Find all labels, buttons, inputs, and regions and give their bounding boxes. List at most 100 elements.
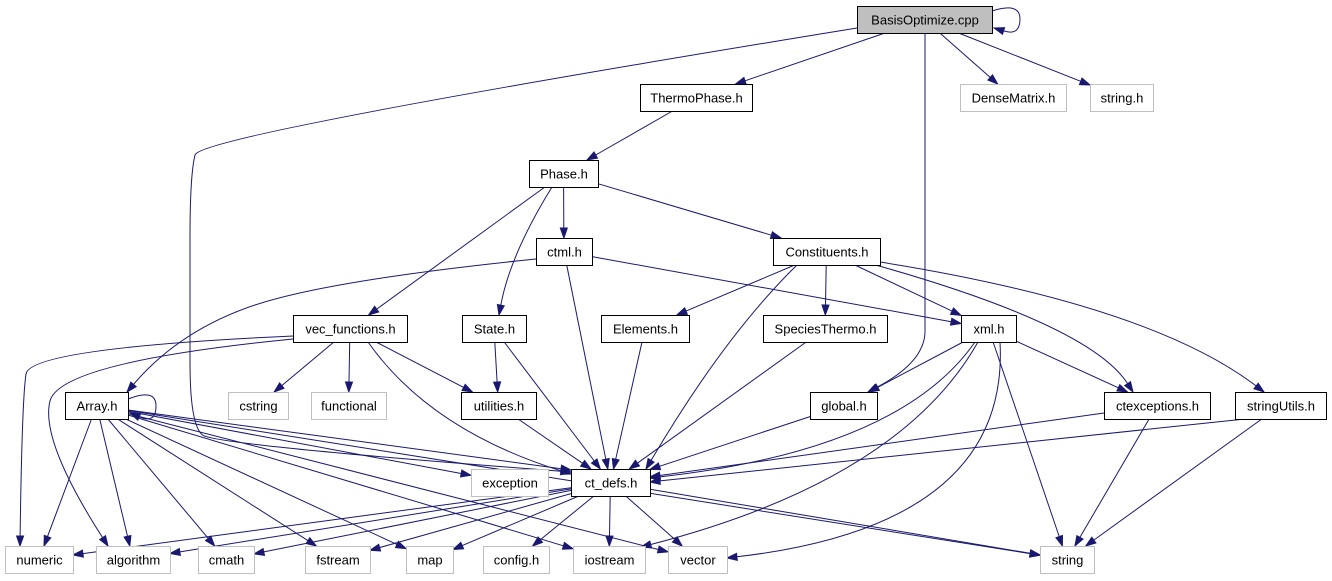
node-label: ctml.h (547, 245, 582, 260)
node-fstream: fstream (305, 546, 371, 574)
edge-arrowhead (98, 534, 109, 548)
node-speciesthermo-h[interactable]: SpeciesThermo.h (763, 315, 888, 343)
node-vec-functions-h[interactable]: vec_functions.h (293, 315, 408, 343)
node-box (461, 392, 537, 420)
node-stringutils-h[interactable]: stringUtils.h (1235, 392, 1327, 420)
edge-line (659, 416, 811, 467)
edge-ct-defs-h-to-fstream (368, 493, 572, 552)
node-global-h[interactable]: global.h (810, 392, 878, 420)
edge-line (517, 418, 583, 464)
node-box (601, 315, 690, 343)
edge-ct-defs-h-to-string (649, 488, 1042, 558)
edge-ct-defs-h-to-config-h (531, 495, 595, 547)
edge-line (615, 341, 643, 460)
node-box (529, 160, 599, 188)
node-box (810, 392, 878, 420)
edge-arrowhead (126, 381, 138, 394)
edge-arrowhead (368, 543, 382, 552)
node-box (65, 392, 129, 420)
edge-arrowhead (590, 458, 602, 471)
node-xml-h[interactable]: xml.h (961, 315, 1017, 343)
edge-line (348, 341, 351, 383)
edge-state-h-to-utilities-h (492, 341, 502, 394)
edge-ct-defs-h-to-algorithm (168, 488, 572, 557)
edge-array-h-to-cmath (107, 418, 216, 548)
edge-arrowhead (1116, 383, 1129, 393)
edge-vec-functions-h-to-functional (344, 341, 354, 394)
edge-basisoptimize-cpp-to-densematrix-h (939, 32, 999, 86)
edge-arrowhead (394, 540, 408, 550)
edge-arrowhead (821, 304, 830, 317)
edge-arrowhead (272, 382, 285, 393)
node-thermophase-h[interactable]: ThermoPhase.h (640, 84, 753, 112)
edge-arrowhead (15, 535, 25, 548)
edge-line (539, 495, 595, 541)
node-label: utilities.h (474, 399, 525, 414)
edge-xml-h-to-string (992, 341, 1064, 548)
node-utilities-h[interactable]: utilities.h (461, 392, 537, 420)
edge-ctexceptions-h-to-string (1074, 418, 1150, 548)
node-array-h[interactable]: Array.h (65, 392, 129, 420)
node-label: vec_functions.h (305, 322, 395, 337)
node-box (961, 315, 1017, 343)
node-box (857, 6, 993, 34)
edge-line (1093, 418, 1263, 541)
edge-line (125, 418, 398, 545)
node-state-h[interactable]: State.h (462, 315, 527, 343)
edge-line (650, 341, 979, 545)
edge-arrowhead (605, 535, 614, 548)
node-constituents-h[interactable]: Constituents.h (773, 238, 881, 266)
node-elements-h[interactable]: Elements.h (601, 315, 690, 343)
node-vector: vector (668, 546, 728, 574)
edge-line (659, 418, 1246, 482)
node-box (462, 315, 527, 343)
edge-line (375, 341, 464, 388)
node-box (96, 546, 171, 574)
edge-arrowhead (656, 545, 670, 554)
edge-ctml-h-to-xml-h (591, 256, 963, 326)
edge-arrowhead (252, 547, 266, 556)
node-box (763, 315, 888, 343)
edge-basisoptimize-cpp-to-thermophase-h (734, 32, 886, 85)
edge-line (127, 414, 564, 547)
edge-line (871, 263, 1129, 384)
node-label: fstream (316, 553, 359, 568)
edge-arrowhead (949, 317, 963, 326)
node-label: cstring (239, 399, 277, 414)
edge-ctml-h-to-ct-defs-h (566, 264, 610, 471)
node-ctexceptions-h[interactable]: ctexceptions.h (1104, 392, 1211, 420)
node-label: global.h (821, 399, 867, 414)
node-box (293, 315, 408, 343)
node-box (228, 392, 289, 420)
edge-line (107, 418, 209, 539)
edge-line (179, 488, 572, 553)
node-box (483, 546, 550, 574)
edge-arrowhead (168, 547, 182, 557)
edge-line (597, 183, 772, 236)
edge-arrowhead (1084, 536, 1097, 547)
node-label: ctexceptions.h (1116, 399, 1199, 414)
edge-arrowhead (601, 457, 610, 471)
edge-state-h-to-ct-defs-h (503, 341, 602, 471)
edge-line (19, 335, 294, 537)
node-box (471, 469, 549, 497)
edge-arrowhead (492, 381, 502, 394)
node-box (536, 238, 593, 266)
edges-layer (15, 7, 1266, 561)
node-ct-defs-h[interactable]: ct_defs.h (571, 469, 651, 497)
edge-line (503, 341, 595, 462)
node-ctml-h[interactable]: ctml.h (536, 238, 593, 266)
node-box (1104, 392, 1211, 420)
node-box (311, 392, 387, 420)
node-cstring: cstring (228, 392, 289, 420)
edge-arrowhead (648, 462, 662, 471)
edge-arrowhead (648, 476, 661, 486)
node-phase-h[interactable]: Phase.h (529, 160, 599, 188)
edge-line (736, 341, 1001, 558)
node-box (668, 546, 728, 574)
node-label: State.h (474, 322, 515, 337)
edge-stringutils-h-to-ct-defs-h (648, 418, 1246, 486)
node-label: xml.h (973, 322, 1004, 337)
edge-line (685, 264, 795, 312)
